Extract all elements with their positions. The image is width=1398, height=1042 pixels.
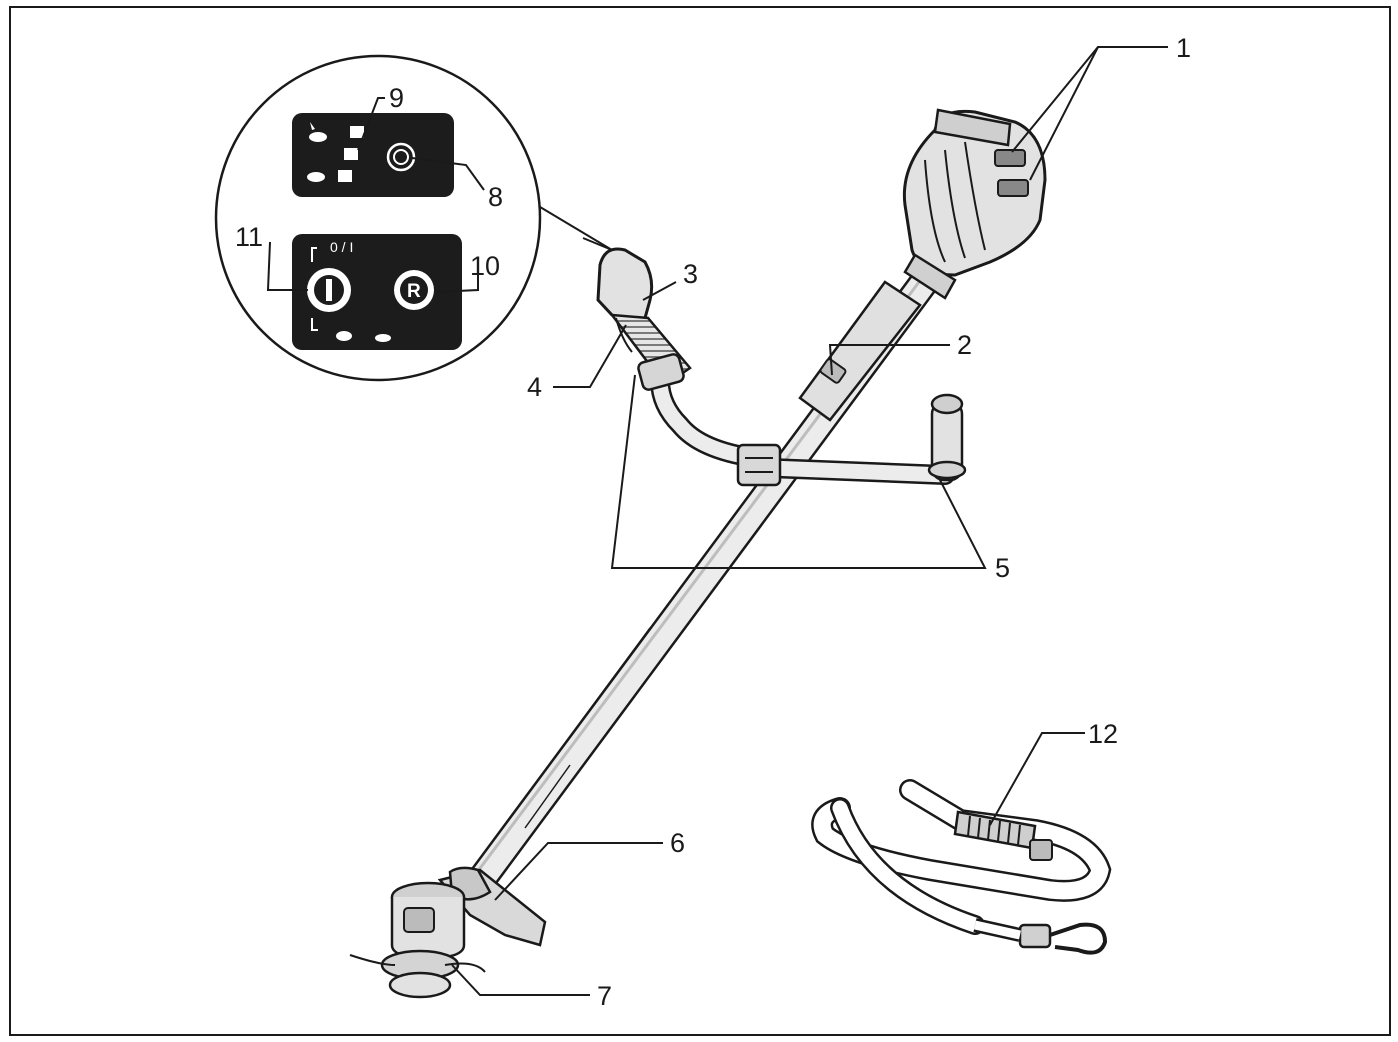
leader-lines bbox=[266, 46, 1168, 996]
reverse-mark-label: R bbox=[407, 281, 421, 302]
control-grip bbox=[596, 247, 692, 391]
callout-11: 11 bbox=[235, 222, 263, 252]
callout-5: 5 bbox=[995, 553, 1010, 583]
shoulder-harness bbox=[811, 779, 1112, 955]
right-handle-grip bbox=[927, 393, 967, 482]
callout-4: 4 bbox=[527, 372, 542, 402]
speed-panel bbox=[292, 113, 454, 197]
callout-10: 10 bbox=[470, 251, 500, 281]
handle-bar bbox=[650, 370, 955, 487]
callout-7: 7 bbox=[597, 981, 612, 1011]
callout-3: 3 bbox=[683, 259, 698, 289]
speed-indicator bbox=[338, 126, 364, 182]
battery-housing bbox=[902, 108, 1047, 300]
callout-1: 1 bbox=[1176, 33, 1191, 63]
callout-12: 12 bbox=[1088, 719, 1118, 749]
cutting-head bbox=[349, 866, 547, 999]
zoom-inset: 0 / I R bbox=[214, 54, 613, 382]
figure-frame bbox=[9, 6, 1391, 1036]
power-mark-label: 0 / I bbox=[330, 239, 353, 255]
speed-button-icon bbox=[386, 142, 416, 172]
reverse-button-icon: R bbox=[394, 270, 434, 310]
callout-9: 9 bbox=[389, 83, 404, 113]
callout-6: 6 bbox=[670, 828, 685, 858]
turtle-icon bbox=[307, 172, 325, 182]
turtle-icon-lower bbox=[375, 334, 391, 342]
front-grip-sleeve bbox=[798, 280, 922, 422]
callout-8: 8 bbox=[488, 182, 503, 212]
control-panel bbox=[292, 234, 462, 350]
callout-2: 2 bbox=[957, 330, 972, 360]
power-button-icon bbox=[307, 268, 351, 312]
rabbit-icon bbox=[309, 122, 327, 142]
rabbit-icon-lower bbox=[336, 331, 352, 341]
